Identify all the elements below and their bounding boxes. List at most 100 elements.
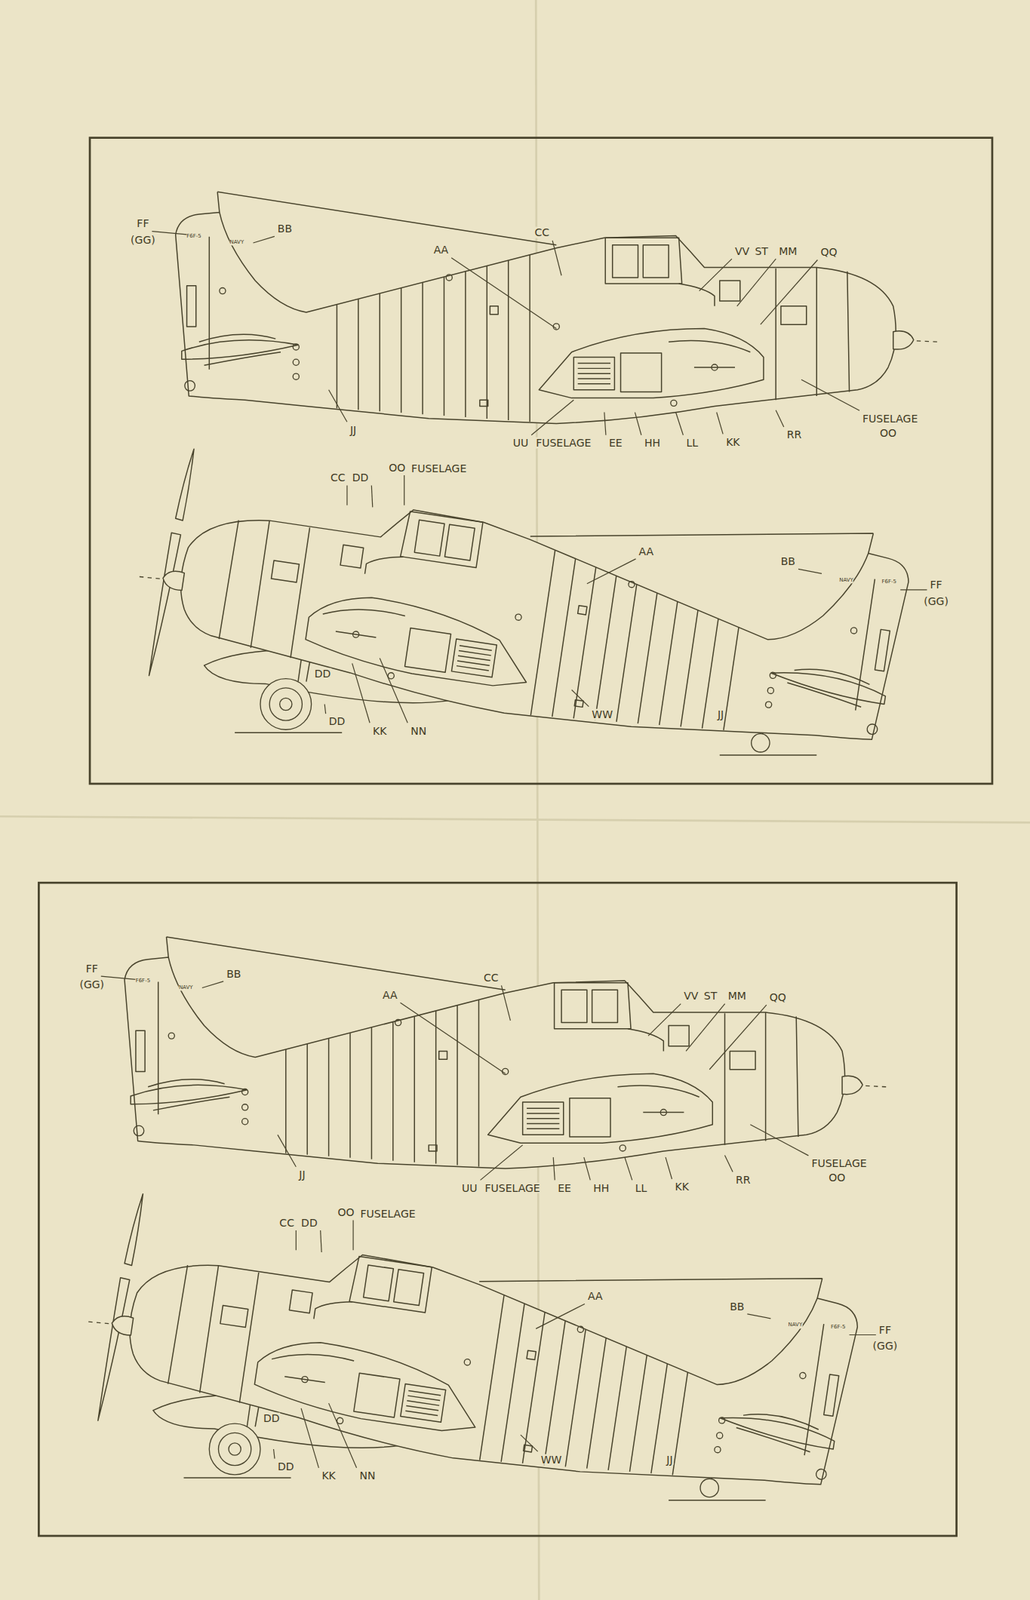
cowl-line (218, 516, 311, 658)
frame-line (456, 1005, 458, 1166)
frame-line (723, 627, 739, 731)
rivet-dot (660, 1109, 667, 1117)
callout-letter: DD (276, 1461, 296, 1473)
callout-letter: MM (727, 990, 748, 1003)
leader-line (320, 1230, 322, 1253)
callout-letter: KK (673, 1181, 689, 1193)
callout-letter: KK (320, 1470, 336, 1482)
decal-text: F6F-5 (830, 1325, 846, 1331)
frame-line (392, 1022, 394, 1162)
frame-line (379, 293, 381, 412)
panel-hatch (578, 383, 611, 385)
rudder-line (135, 981, 159, 1115)
tail-wheel (184, 381, 196, 392)
callout-letter: DD (262, 1413, 281, 1425)
frame-line (565, 1329, 586, 1467)
frame-line (637, 593, 658, 724)
callout-letter: HH (592, 1182, 610, 1194)
callout-letter: OO (387, 461, 406, 474)
callout-letter: BB (728, 1300, 745, 1313)
fin-line (166, 937, 506, 991)
callout-letter: JJ (716, 709, 725, 721)
rivet-dot (799, 1372, 806, 1380)
leader-line (709, 1005, 767, 1070)
rivet-dot (670, 399, 677, 406)
panel-hatch (578, 372, 611, 374)
rivet-dot (713, 1446, 721, 1454)
access-panel (513, 1350, 546, 1453)
panel-frame (38, 882, 957, 1537)
wing (302, 589, 535, 691)
plane-side-view (76, 1173, 864, 1514)
leader-line (571, 690, 590, 708)
decal-text: F6F-5 (882, 580, 898, 586)
ground-line (234, 732, 817, 756)
panel-hatch (456, 666, 489, 671)
callout-letter: EE (556, 1182, 572, 1194)
callout-letter: FF (928, 579, 943, 591)
wing-line (617, 1085, 699, 1114)
frame-line (595, 575, 617, 720)
callout-letter: QQ (819, 246, 838, 259)
cowl-line (725, 1012, 799, 1146)
stabilizer (718, 1413, 837, 1450)
leader-line (352, 1220, 354, 1251)
leader-line (699, 258, 732, 291)
leader-line (379, 658, 408, 724)
fold-line (0, 816, 1030, 823)
decal-text: NAVY (230, 239, 245, 246)
callout-letter: WW (590, 709, 614, 721)
panel-hatch (526, 1107, 560, 1109)
frame-line (629, 1355, 647, 1473)
spinner (161, 569, 185, 591)
rivet-dot (627, 581, 635, 588)
frame-line (616, 584, 637, 723)
propeller-blade (149, 532, 182, 676)
leader-line (685, 1004, 726, 1052)
leader-line (900, 589, 927, 591)
callout-letter: OO (827, 1172, 846, 1184)
rudder-line (804, 1324, 846, 1459)
leader-line (520, 1435, 539, 1452)
leader-line (151, 231, 189, 236)
callout-letter: OO (337, 1207, 356, 1219)
panel-hatch (405, 1405, 439, 1411)
stabilizer-line (785, 665, 871, 708)
frame-line (421, 282, 423, 415)
callout-letter: RR (734, 1174, 751, 1187)
callout-letter: RR (786, 429, 803, 441)
propeller-blade (175, 448, 194, 521)
frame-line (336, 304, 338, 409)
leader-line (634, 412, 641, 436)
fuselage-outline (175, 212, 897, 424)
leader-line (328, 390, 348, 422)
fin-line (217, 191, 557, 245)
callout-letter: VV (734, 245, 751, 257)
panel-hatch (526, 1128, 560, 1129)
spinner (893, 331, 914, 350)
spinner (842, 1076, 863, 1095)
frame-line (587, 1338, 607, 1470)
panel-group (76, 937, 886, 1515)
rivet-dot (716, 1432, 723, 1439)
access-panel (479, 306, 499, 407)
rudder-line (855, 579, 898, 714)
decal-text: NAVY (178, 985, 194, 991)
leader-line (716, 412, 723, 435)
leader-line (324, 704, 326, 714)
rivet-dot (718, 1417, 726, 1424)
panel-group (127, 191, 938, 769)
callout-letter: FUSELAGE (484, 1182, 542, 1194)
panel-hatch (406, 1401, 440, 1406)
panel-hatch (459, 645, 492, 651)
frame-line (573, 567, 597, 719)
leader-line (531, 399, 574, 435)
center-line (88, 1321, 109, 1326)
callout-letter: LL (685, 437, 699, 449)
callout-letter: DD (300, 1217, 319, 1229)
leader-line (400, 1002, 506, 1074)
stabilizer (768, 668, 887, 705)
rivet-dot (292, 373, 299, 380)
frame-line (680, 610, 698, 728)
callout-letter: QQ (768, 991, 788, 1003)
